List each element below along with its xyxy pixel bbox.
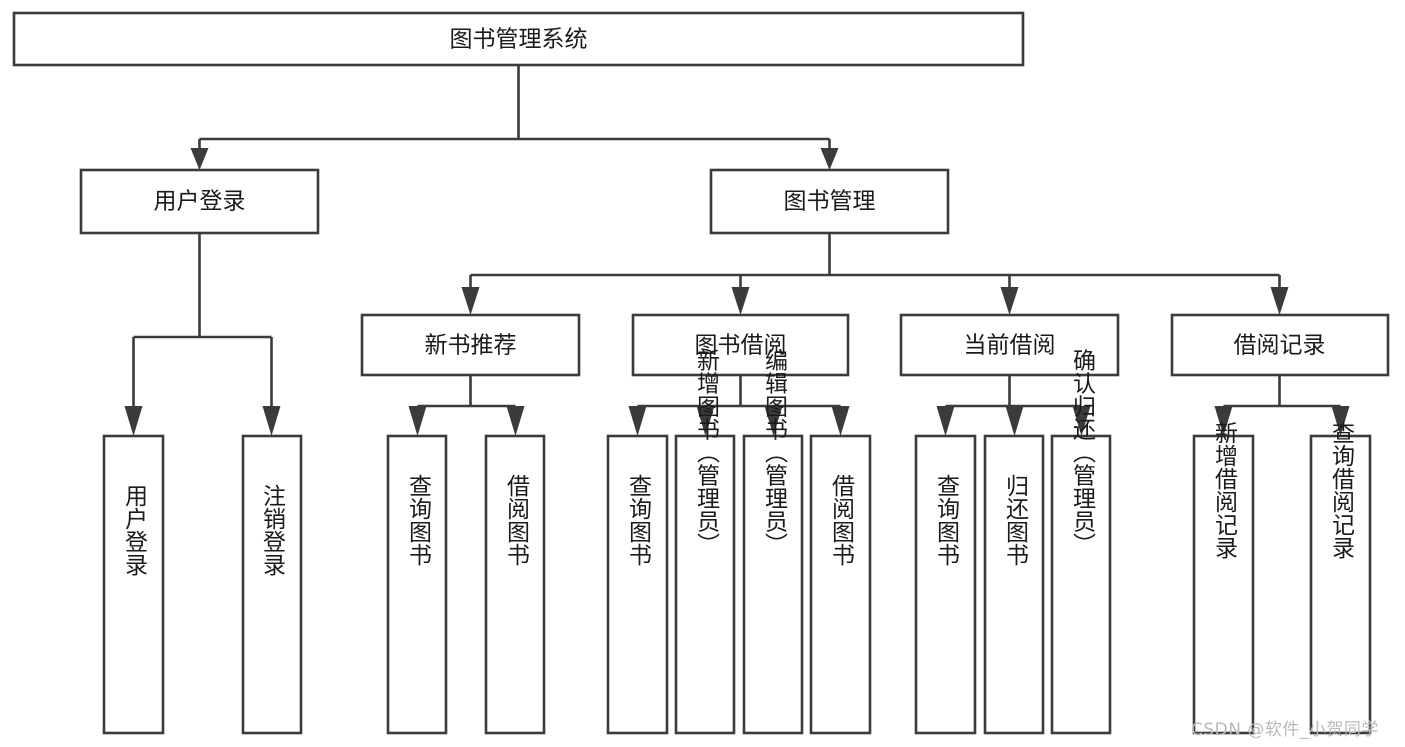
leaf-query-book-cb-box[interactable] — [914, 434, 977, 735]
node-current-borrow[interactable]: 当前借阅 — [899, 313, 1120, 377]
arrow-borrow-record-leaf-2 — [1331, 406, 1350, 436]
node-current-borrow-box[interactable] — [899, 313, 1120, 377]
leaf-query-book-cb[interactable]: 查询图书 — [914, 434, 977, 735]
leaf-return-book-box[interactable] — [983, 434, 1045, 735]
leaf-user-login[interactable]: 用户登录 — [102, 434, 165, 735]
leaf-add-book[interactable]: 新增图书（管理员） — [674, 349, 736, 735]
leaf-query-book-cb-label: 查询图书 — [933, 474, 961, 566]
leaf-query-book-bb-box[interactable] — [606, 434, 669, 735]
leaf-user-login-label: 用户登录 — [121, 484, 149, 576]
node-root-box[interactable] — [12, 11, 1025, 67]
leaf-confirm-return[interactable]: 确认归还（管理员） — [1050, 349, 1112, 735]
arrow-book-borrow-leaf-2 — [696, 406, 715, 436]
leaf-query-book-bb-label: 查询图书 — [625, 474, 653, 566]
node-root[interactable]: 图书管理系统 — [12, 11, 1025, 67]
arrow-root-to-book-manage — [820, 148, 839, 170]
leaf-query-book-bb[interactable]: 查询图书 — [606, 434, 669, 735]
leaf-logout-label: 注销登录 — [259, 484, 287, 576]
leaf-borrow-book-bb-box[interactable] — [809, 434, 872, 735]
arrow-book-borrow-leaf-4 — [831, 406, 850, 436]
node-new-book-rec-box[interactable] — [360, 313, 581, 377]
leaf-query-book-rec-box[interactable] — [386, 434, 448, 735]
leaf-borrow-book-bb[interactable]: 借阅图书 — [809, 434, 872, 735]
node-book-manage-label: 图书管理 — [784, 189, 876, 215]
arrow-current-borrow-leaf-2 — [1005, 406, 1024, 436]
connector-layer — [124, 65, 1350, 436]
arrow-root-to-user-login — [190, 148, 209, 170]
node-borrow-record[interactable]: 借阅记录 — [1170, 313, 1390, 377]
leaf-borrow-book-rec-label: 借阅图书 — [503, 474, 531, 566]
leaf-logout[interactable]: 注销登录 — [241, 434, 303, 735]
arrow-book-borrow-leaf-3 — [764, 406, 783, 436]
leaf-add-record-label: 新增借阅记录 — [1211, 421, 1239, 559]
arrow-current-borrow-leaf-1 — [936, 406, 955, 436]
leaf-edit-book-box[interactable] — [742, 434, 804, 735]
arrow-new-book-rec-leaf-2 — [506, 406, 525, 436]
leaf-borrow-book-bb-label: 借阅图书 — [828, 474, 856, 566]
leaf-confirm-return-box[interactable] — [1050, 434, 1112, 735]
leaf-add-book-box[interactable] — [674, 434, 736, 735]
leaf-borrow-book-rec[interactable]: 借阅图书 — [484, 434, 546, 735]
node-book-manage-box[interactable] — [709, 168, 950, 235]
node-book-borrow-box[interactable] — [631, 313, 850, 377]
arrow-user-login-leaf-1 — [124, 406, 143, 436]
leaf-query-record-box[interactable] — [1309, 434, 1372, 735]
node-book-borrow[interactable]: 图书借阅 — [631, 313, 850, 377]
arrow-user-login-leaf-2 — [262, 406, 281, 436]
arrow-new-book-rec-leaf-1 — [408, 406, 427, 436]
node-book-manage[interactable]: 图书管理 — [709, 168, 950, 235]
arrow-book-manage-to-book-borrow — [731, 287, 750, 315]
csdn-watermark: CSDN @软件_小贺同学 — [1191, 720, 1379, 740]
node-root-label: 图书管理系统 — [450, 27, 588, 53]
leaf-edit-book-label: 编辑图书（管理员） — [761, 349, 789, 556]
arrow-borrow-record-leaf-1 — [1214, 406, 1233, 436]
arrow-current-borrow-leaf-3 — [1072, 406, 1091, 436]
leaf-add-book-label: 新增图书（管理员） — [693, 349, 721, 556]
leaf-add-record-box[interactable] — [1192, 434, 1255, 735]
leaf-query-book-rec[interactable]: 查询图书 — [386, 434, 448, 735]
arrow-book-manage-to-borrow-record — [1270, 287, 1289, 315]
leaf-edit-book[interactable]: 编辑图书（管理员） — [742, 349, 804, 735]
node-borrow-record-label: 借阅记录 — [1234, 333, 1326, 359]
node-user-login-box[interactable] — [79, 168, 320, 235]
node-book-borrow-label: 图书借阅 — [695, 333, 787, 359]
leaf-add-record[interactable]: 新增借阅记录 — [1192, 421, 1255, 735]
arrow-book-manage-to-current-borrow — [1000, 287, 1019, 315]
node-user-login[interactable]: 用户登录 — [79, 168, 320, 235]
leaf-return-book-label: 归还图书 — [1002, 474, 1030, 566]
leaf-confirm-return-label: 确认归还（管理员） — [1069, 349, 1097, 556]
arrow-book-borrow-leaf-1 — [628, 406, 647, 436]
node-user-login-label: 用户登录 — [154, 189, 246, 215]
arrow-book-manage-to-new-book-rec — [461, 287, 480, 315]
leaf-query-record[interactable]: 查询借阅记录 — [1309, 421, 1372, 735]
leaf-logout-box[interactable] — [241, 434, 303, 735]
node-new-book-rec-label: 新书推荐 — [425, 333, 517, 359]
leaf-query-record-label: 查询借阅记录 — [1328, 421, 1356, 559]
leaf-query-book-rec-label: 查询图书 — [405, 474, 433, 566]
node-new-book-rec[interactable]: 新书推荐 — [360, 313, 581, 377]
node-borrow-record-box[interactable] — [1170, 313, 1390, 377]
leaf-return-book[interactable]: 归还图书 — [983, 434, 1045, 735]
leaf-user-login-box[interactable] — [102, 434, 165, 735]
leaf-borrow-book-rec-box[interactable] — [484, 434, 546, 735]
node-current-borrow-label: 当前借阅 — [964, 333, 1056, 359]
